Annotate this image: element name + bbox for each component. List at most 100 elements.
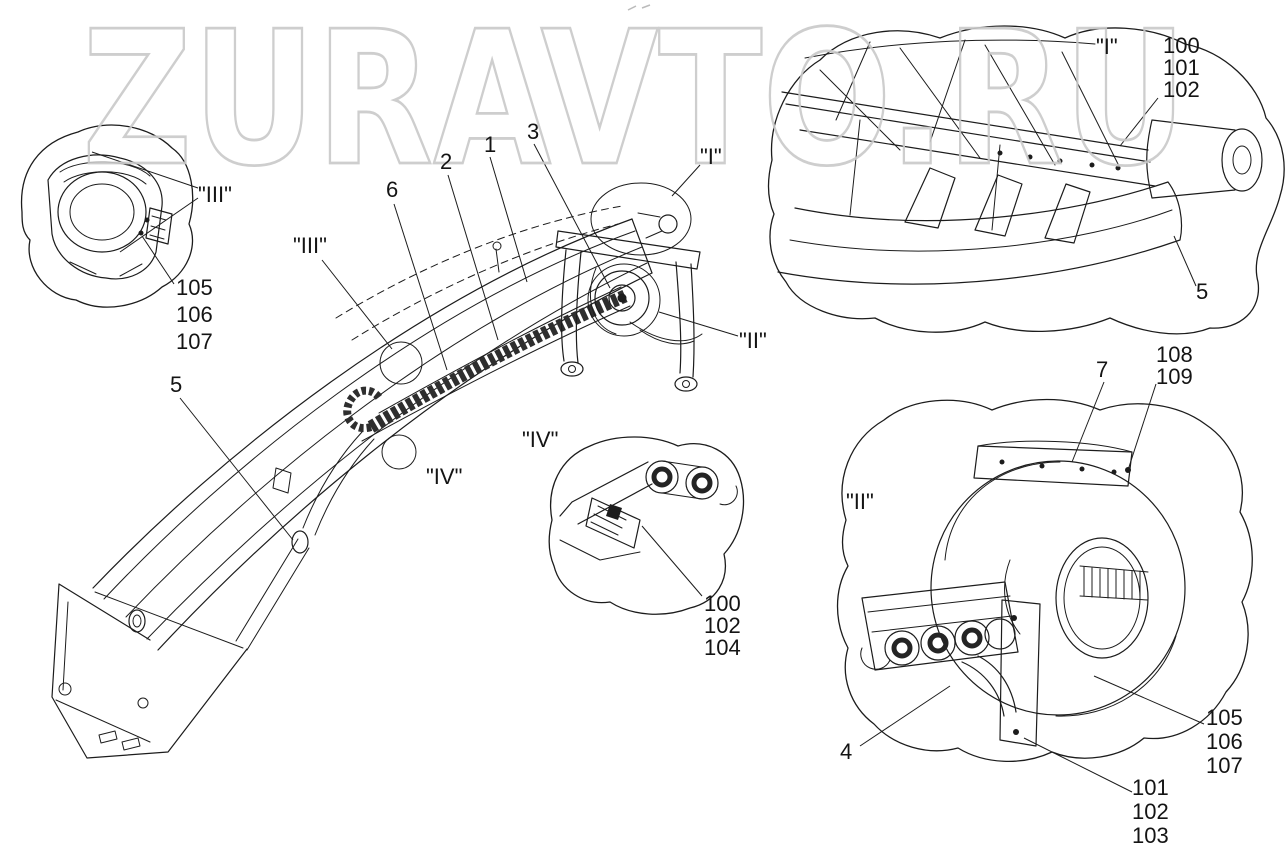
callout-2: 2 bbox=[440, 149, 452, 174]
hose-dashed-line-1 bbox=[335, 205, 623, 319]
truss-diagonals bbox=[819, 39, 1121, 169]
side-plate-bolt-top bbox=[1011, 615, 1017, 621]
leader-iii-left-a bbox=[91, 151, 199, 189]
detail-view-iv bbox=[548, 436, 745, 615]
clamp-bolt-2 bbox=[144, 217, 150, 223]
detail-ii-boundary bbox=[836, 398, 1253, 763]
callout-labels: "III" 105 106 107 5 "III" 6 2 1 3 "I" "I… bbox=[170, 33, 1243, 848]
tip-foot-left-hole bbox=[568, 365, 576, 373]
callout-101-br: 101 bbox=[1132, 775, 1169, 800]
clamp-bolt-1 bbox=[138, 230, 144, 236]
callout-106-left: 106 bbox=[176, 302, 213, 327]
leader-tr-group bbox=[1119, 97, 1159, 147]
view-label-ii-mid: "II" bbox=[739, 328, 767, 353]
clamp-bottom-lines bbox=[69, 261, 143, 277]
boom-top-edge bbox=[92, 218, 633, 589]
top-center-mark bbox=[627, 4, 651, 11]
energy-chain-loop bbox=[343, 386, 384, 433]
deck-bolt-2 bbox=[1027, 154, 1033, 160]
housing-opening-outer bbox=[1055, 537, 1149, 659]
deck-top-rail bbox=[804, 39, 1096, 59]
deck-bolt-3 bbox=[1057, 158, 1063, 164]
leader-i-mid bbox=[671, 164, 701, 197]
cylinder-end-hole bbox=[1232, 145, 1252, 175]
chain-roller-2-ring bbox=[691, 472, 713, 494]
callout-7: 7 bbox=[1096, 357, 1108, 382]
leader-105-br bbox=[1093, 675, 1205, 725]
hose-at-tip bbox=[629, 321, 703, 345]
view-label-i-mid: "I" bbox=[700, 144, 722, 169]
leader-105-left bbox=[141, 235, 175, 285]
guide-drum-outer bbox=[594, 270, 650, 326]
chain-tray-frame bbox=[861, 581, 1019, 671]
boom-tip-pin bbox=[658, 214, 678, 234]
callout-104-iv: 104 bbox=[704, 635, 741, 660]
callout-5-tr: 5 bbox=[1196, 279, 1208, 304]
leader-lines bbox=[91, 97, 1205, 793]
tip-foot-left bbox=[560, 361, 584, 377]
side-plate-bolt-bottom bbox=[1013, 729, 1019, 735]
leader-2 bbox=[447, 174, 499, 341]
clamp-strap bbox=[59, 161, 151, 185]
detail-view-i bbox=[767, 25, 1285, 335]
leader-5-tr bbox=[1173, 235, 1197, 287]
base-hole-left bbox=[58, 682, 72, 696]
leader-3 bbox=[533, 143, 611, 289]
chain-tray-rails bbox=[867, 595, 1013, 633]
view-label-iv-mid: "IV" bbox=[426, 464, 462, 489]
clamp-tab-hatch bbox=[149, 215, 167, 240]
chain-bolt-square bbox=[606, 504, 622, 520]
hose-dashed-line-2 bbox=[351, 223, 619, 341]
tray-roller-1 bbox=[884, 630, 920, 666]
view-circle-iii bbox=[379, 341, 423, 385]
tray-roller-3-ring bbox=[961, 627, 983, 649]
leader-iv-group bbox=[641, 525, 703, 597]
bracket-bolt-2 bbox=[1039, 463, 1045, 469]
boom-bottom-inner-line bbox=[146, 262, 648, 640]
deck-bolt-5 bbox=[1115, 165, 1121, 171]
view-circle-ii bbox=[587, 263, 661, 337]
chain-lower-lines bbox=[559, 539, 641, 561]
boom-top-pin-head bbox=[492, 241, 502, 251]
deck-fins bbox=[904, 167, 1091, 244]
base-inner-edge bbox=[55, 591, 244, 743]
leader-6 bbox=[393, 203, 448, 371]
callout-108: 108 bbox=[1156, 342, 1193, 367]
side-plate bbox=[999, 599, 1041, 747]
boom-tip-cap bbox=[631, 218, 653, 274]
tray-roller-2 bbox=[920, 625, 956, 661]
chain-roller-3-partial bbox=[719, 485, 738, 506]
view-circle-i bbox=[590, 182, 692, 256]
chain-guide-bottom bbox=[361, 305, 631, 442]
chain-roller-1-ring bbox=[651, 466, 673, 488]
chain-roller-1 bbox=[645, 460, 679, 494]
hose-run-down bbox=[302, 431, 375, 536]
tip-foot-right bbox=[674, 376, 698, 392]
elbow-pipe bbox=[961, 655, 1017, 717]
tray-roller-1-ring bbox=[891, 637, 913, 659]
detail-i-boundary bbox=[767, 25, 1285, 335]
boom-tip-pin-lines bbox=[637, 212, 663, 239]
boom-web-hole bbox=[272, 467, 292, 494]
callout-107-left: 107 bbox=[176, 329, 213, 354]
guide-drum-bracket bbox=[589, 267, 617, 335]
boom-top-inner-line bbox=[103, 230, 636, 600]
bracket-bolt-3 bbox=[1079, 466, 1085, 472]
callout-102-tr: 102 bbox=[1163, 77, 1200, 102]
cylinder-end bbox=[1221, 128, 1263, 192]
deck-bolt-4 bbox=[1089, 162, 1095, 168]
clamp-body bbox=[47, 154, 163, 280]
chord-pipe bbox=[777, 181, 1183, 285]
callout-106-br: 106 bbox=[1206, 729, 1243, 754]
detail-iii-boundary bbox=[20, 124, 194, 308]
leader-4 bbox=[859, 685, 951, 747]
bracket-bolt-4 bbox=[1111, 469, 1117, 475]
base-hole-mid bbox=[137, 697, 149, 709]
chain-bracket bbox=[585, 497, 641, 549]
clamp-bore-inner bbox=[69, 183, 135, 241]
leader-ii-mid bbox=[658, 311, 739, 337]
tray-roller-partial bbox=[860, 647, 891, 670]
top-bracket-curve bbox=[977, 440, 1133, 453]
chain-plates bbox=[559, 461, 653, 525]
